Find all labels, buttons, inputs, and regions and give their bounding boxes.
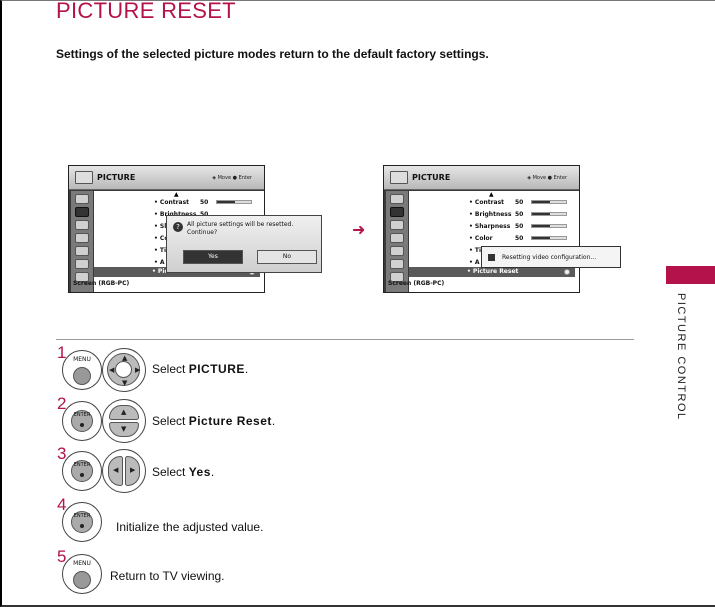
tv-icon <box>390 171 408 184</box>
toast-message: Resetting video configuration... <box>502 254 597 261</box>
audio-icon <box>75 220 89 230</box>
lock-icon <box>75 259 89 269</box>
menu-title: PICTURE <box>412 173 451 182</box>
picture-icon <box>390 194 404 204</box>
menu-row-tint: • Ti <box>469 247 482 254</box>
input-icon <box>390 272 404 282</box>
step-instruction: Select PICTURE. <box>152 362 249 376</box>
enter-button-icon: ENTER <box>62 401 102 441</box>
audio-icon <box>390 220 404 230</box>
scroll-up-icon: ▲ <box>174 191 179 198</box>
level-bar <box>531 224 567 228</box>
step-number: 2 <box>57 394 67 413</box>
step-number: 1 <box>57 343 67 362</box>
step-number: 4 <box>57 495 67 514</box>
step-instruction: Select Picture Reset. <box>152 414 276 428</box>
time-icon <box>75 233 89 243</box>
intro-text: Settings of the selected picture modes r… <box>56 47 489 61</box>
scroll-up-icon: ▲ <box>489 191 494 198</box>
enter-button-icon: ENTER <box>62 502 102 542</box>
step-instruction: Select Yes. <box>152 465 215 479</box>
menu-title: PICTURE <box>97 173 136 182</box>
no-button[interactable]: No <box>257 250 317 264</box>
menu-button-icon: MENU <box>62 350 102 390</box>
option-icon <box>390 246 404 256</box>
section-tab <box>666 266 715 284</box>
enter-button-icon: ENTER <box>62 451 102 491</box>
screen-icon <box>75 207 89 217</box>
menu-row-sharpness: • Sl <box>154 223 167 230</box>
menu-hint: ◈ Move ● Enter <box>212 175 252 181</box>
menu-sidebar <box>386 191 408 292</box>
time-icon <box>390 233 404 243</box>
page-title: PICTURE RESET <box>56 0 236 23</box>
menu-row-advanced: • A <box>469 259 480 266</box>
dpad-icon: ▲ ▼ ◀ ▶ <box>102 348 146 392</box>
menu-row-screen: Screen (RGB-PC) <box>388 280 445 287</box>
menu-row-advanced: • A <box>154 259 165 266</box>
step-instruction: Return to TV viewing. <box>110 569 225 583</box>
screen-icon <box>390 207 404 217</box>
menu-sidebar <box>71 191 93 292</box>
enter-dot-icon <box>564 269 570 275</box>
section-label: PICTURE CONTROL <box>675 293 687 421</box>
menu-header: PICTURE ◈ Move ● Enter <box>69 166 264 190</box>
section-divider <box>56 339 634 340</box>
dialog-message: All picture settings will be resetted. C… <box>187 221 294 236</box>
reset-confirm-dialog: ? All picture settings will be resetted.… <box>166 215 322 273</box>
up-down-button-icon: ▲ ▼ <box>102 399 146 443</box>
option-icon <box>75 246 89 256</box>
info-icon <box>488 254 495 261</box>
tv-icon <box>75 171 93 184</box>
menu-header: PICTURE ◈ Move ● Enter <box>384 166 579 190</box>
step-number: 3 <box>57 444 67 463</box>
lock-icon <box>390 259 404 269</box>
resetting-toast: Resetting video configuration... <box>481 246 621 268</box>
menu-hint: ◈ Move ● Enter <box>527 175 567 181</box>
menu-row-screen: Screen (RGB-PC) <box>73 280 130 287</box>
step-instruction: Initialize the adjusted value. <box>116 520 264 534</box>
step-number: 5 <box>57 547 67 566</box>
left-right-button-icon: ◀ ▶ <box>102 449 146 493</box>
question-icon: ? <box>173 222 183 232</box>
arrow-right-icon: ➜ <box>352 220 366 239</box>
menu-row-color: • Co <box>154 235 169 242</box>
level-bar <box>531 236 567 240</box>
menu-row-tint: • Ti <box>154 247 167 254</box>
level-bar <box>531 200 567 204</box>
picture-icon <box>75 194 89 204</box>
menu-button-icon: MENU <box>62 554 102 594</box>
input-icon <box>75 272 89 282</box>
level-bar <box>216 200 252 204</box>
yes-button[interactable]: Yes <box>183 250 243 264</box>
menu-row-picture-reset[interactable]: • Picture Reset <box>409 267 575 277</box>
level-bar <box>531 212 567 216</box>
